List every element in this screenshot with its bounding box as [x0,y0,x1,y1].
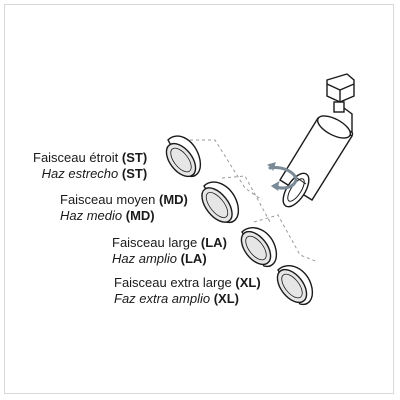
label-md-code: (MD) [159,192,188,207]
label-xl-code: (XL) [235,275,261,290]
label-md: Faisceau moyen (MD) Haz medio (MD) [60,192,188,224]
label-st-code: (ST) [121,150,148,165]
lens-xl [276,265,314,306]
lens-st [165,135,202,178]
spotlight-body [279,115,353,208]
label-md-code-es: (MD) [125,208,155,223]
label-la: Faisceau large (LA) Haz amplio (LA) [112,235,227,267]
label-la-code-es: (LA) [180,251,207,266]
label-xl-code-es: (XL) [213,291,239,306]
label-la-fr: Faisceau large [112,235,198,250]
label-la-es: Haz amplio [112,251,178,266]
lens-md [201,181,240,224]
dashed-guide-lines [190,139,319,263]
label-st-es: Haz estrecho [41,166,119,181]
label-xl-fr: Faisceau extra large [114,275,232,290]
label-xl-es: Faz extra amplio [114,291,211,306]
image-frame [4,4,394,394]
label-la-code: (LA) [200,235,227,250]
lens-la [240,227,278,268]
label-st-code-es: (ST) [121,166,148,181]
label-md-es: Haz medio [60,208,123,223]
rotation-arrow-icon [267,162,298,191]
label-st-fr: Faisceau étroit [33,150,119,165]
label-xl: Faisceau extra large (XL) Faz extra ampl… [114,275,261,307]
label-md-fr: Faisceau moyen [60,192,156,207]
label-st: Faisceau étroit (ST) Haz estrecho (ST) [33,150,147,182]
